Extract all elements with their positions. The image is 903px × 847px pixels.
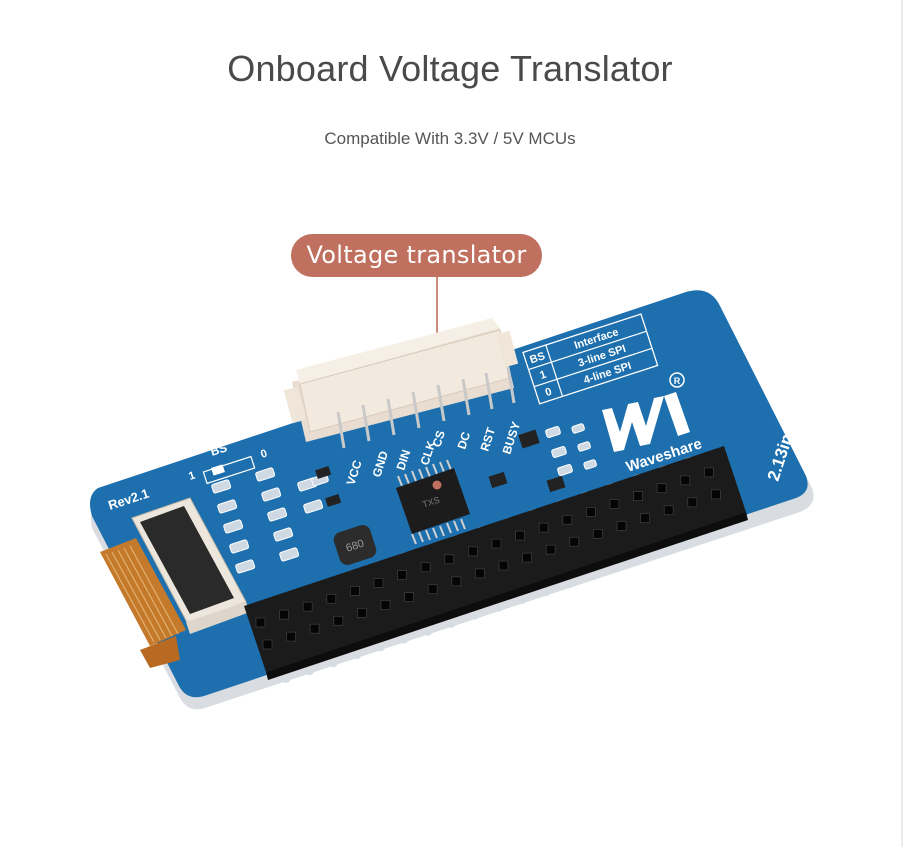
through-hole-pin: [612, 566, 621, 573]
header-socket: [380, 600, 391, 610]
table-cell: 0: [544, 386, 554, 399]
header-socket: [498, 560, 509, 571]
header-socket: [538, 522, 549, 533]
header-socket: [515, 530, 525, 541]
header-socket: [593, 529, 603, 539]
header-socket: [586, 506, 596, 517]
callout-pointer-dot: [432, 480, 442, 490]
header-socket: [711, 489, 721, 500]
inductor-label: 680: [344, 538, 365, 555]
through-hole-pin: [282, 677, 290, 683]
through-hole-pin: [305, 669, 314, 676]
voltage-translator-callout: Voltage translator: [291, 234, 542, 277]
header-socket: [333, 615, 344, 626]
through-hole-pin: [494, 605, 503, 612]
through-hole-pin: [588, 574, 597, 581]
header-socket: [420, 562, 431, 573]
through-hole-pin: [730, 526, 739, 533]
pin-label-cs: CS: [430, 429, 448, 449]
through-hole-pin: [470, 613, 479, 620]
through-hole-pin: [541, 590, 550, 597]
header-socket: [255, 617, 266, 628]
header-socket: [491, 538, 502, 549]
pin-label-din: DIN: [394, 448, 414, 472]
header-socket: [451, 576, 462, 587]
waveshare-logo-icon: R: [602, 372, 690, 452]
through-hole-pin: [659, 550, 668, 557]
bs-one-label: 1: [187, 470, 197, 483]
header-socket: [467, 546, 478, 557]
header-socket: [373, 578, 384, 588]
top-connector: [283, 318, 519, 449]
fpc-connector: [131, 497, 250, 634]
header-socket: [704, 467, 714, 478]
header-socket: [569, 536, 580, 547]
header-socket: [397, 570, 408, 580]
header-socket: [286, 631, 297, 642]
header-socket: [474, 568, 485, 579]
through-hole-pin: [352, 653, 361, 660]
page-right-border: [901, 0, 903, 847]
ribbon-cable: [100, 538, 186, 668]
gpio-pin-header: [244, 446, 748, 680]
header-socket: [609, 499, 620, 509]
header-socket: [302, 601, 313, 612]
through-hole-pin: [518, 598, 526, 604]
product-name-silkscreen: 2.13inch e-Paper HAT: [764, 312, 836, 483]
through-hole-pin: [376, 645, 385, 652]
pin-label-dc: DC: [455, 430, 474, 451]
table-header-bs: BS: [528, 350, 546, 366]
header-socket: [562, 514, 573, 525]
header-socket: [687, 497, 698, 508]
through-hole-pin: [706, 534, 715, 541]
header-socket: [326, 593, 337, 604]
through-hole-pin: [423, 629, 432, 636]
bs-switch: BS 1 0: [187, 440, 269, 485]
header-socket: [427, 584, 438, 595]
through-hole-pin: [636, 558, 644, 565]
through-hole-pin: [447, 621, 456, 628]
header-socket: [663, 505, 674, 516]
inductor-component: 680: [333, 525, 377, 565]
small-ics: [315, 429, 566, 507]
through-hole-pin: [400, 637, 408, 644]
header-socket: [404, 592, 415, 602]
voltage-translator-chip: TXS: [396, 459, 470, 545]
bs-label: BS: [209, 440, 229, 458]
bs-zero-label: 0: [259, 448, 269, 461]
page-subtitle: Compatible With 3.3V / 5V MCUs: [324, 129, 576, 148]
page-title: Onboard Voltage Translator: [227, 48, 673, 89]
header-socket: [262, 639, 273, 650]
header-socket: [309, 623, 320, 634]
table-cell: 1: [538, 369, 548, 382]
header-socket: [656, 483, 667, 494]
header-socket: [616, 521, 627, 531]
svg-text:R: R: [674, 376, 681, 386]
through-hole-pin: [683, 542, 692, 549]
header-socket: [680, 475, 691, 486]
header-socket: [545, 544, 556, 555]
through-hole-pin: [565, 582, 574, 589]
header-socket: [349, 586, 360, 596]
passive-components: [211, 423, 597, 574]
header-socket: [444, 554, 455, 565]
header-socket: [279, 609, 290, 620]
header-socket: [640, 513, 650, 523]
header-socket: [522, 552, 532, 563]
header-socket: [356, 608, 367, 618]
header-socket: [633, 491, 643, 502]
through-hole-pin: [329, 661, 338, 668]
